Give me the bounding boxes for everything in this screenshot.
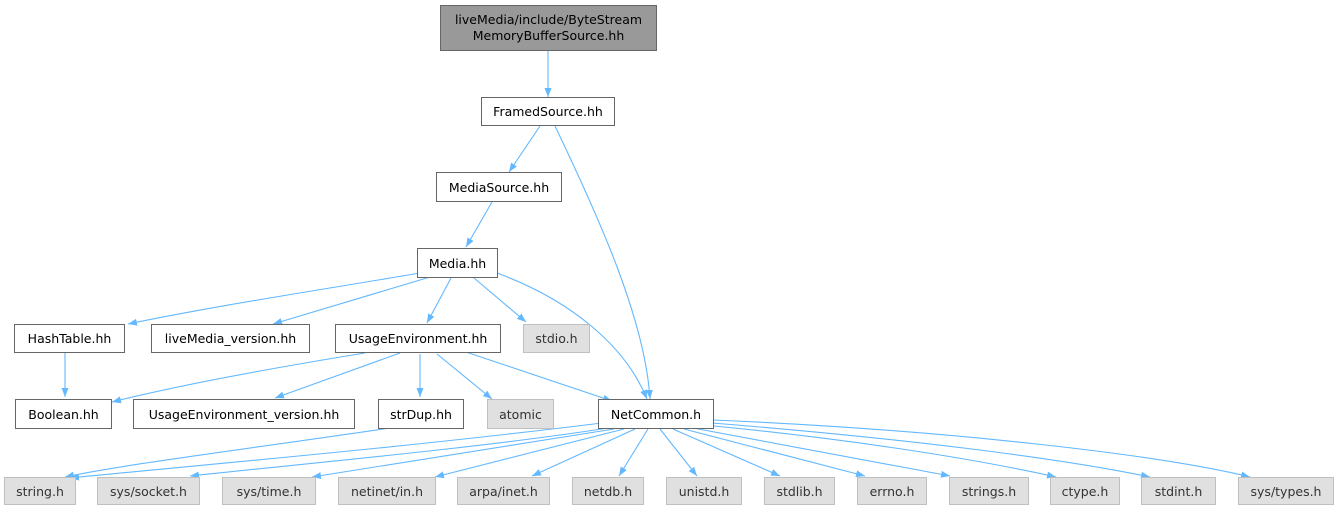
edge-usageenv-netcommon <box>459 349 613 402</box>
node-netdb-h[interactable]: netdb.h <box>572 477 644 505</box>
node-framedsource[interactable]: FramedSource.hh <box>481 97 615 126</box>
edge-netcommon-stdlib <box>672 428 781 477</box>
node-sys-time-h[interactable]: sys/time.h <box>222 477 316 505</box>
edge-netcommon-sys-types <box>712 419 1251 479</box>
node-stdlib-h[interactable]: stdlib.h <box>764 477 835 505</box>
edge-usageenv-usageenv-version <box>274 352 401 399</box>
edge-framedsource-netcommon <box>554 125 653 400</box>
node-errno-h[interactable]: errno.h <box>857 477 927 505</box>
edge-media-livemedia-version <box>272 276 431 325</box>
edge-netcommon-sys-time <box>311 428 615 480</box>
edge-netcommon-netinet-in <box>434 428 625 479</box>
edge-netcommon-unistd <box>659 428 698 477</box>
edge-framedsource-mediasource <box>508 125 541 173</box>
edge-netcommon-strings <box>692 427 951 478</box>
edge-media-usageenv <box>426 277 452 324</box>
edge-netcommon-sys-socket <box>189 427 609 479</box>
node-ctype-h[interactable]: ctype.h <box>1050 477 1120 505</box>
node-mediasource[interactable]: MediaSource.hh <box>436 172 562 202</box>
edge-media-netcommon <box>496 272 648 400</box>
edge-usageenv-boolean <box>111 352 366 404</box>
node-usageenvironment-version[interactable]: UsageEnvironment_version.hh <box>133 399 355 429</box>
edge-netcommon-stdint <box>711 422 1151 479</box>
node-netinet-in-h[interactable]: netinet/in.h <box>338 477 436 505</box>
node-root-line2: MemoryBufferSource.hh <box>472 28 625 43</box>
edge-netcommon-netdb <box>618 428 649 477</box>
node-stdio[interactable]: stdio.h <box>523 324 590 353</box>
node-atomic[interactable]: atomic <box>487 399 554 429</box>
node-boolean[interactable]: Boolean.hh <box>15 399 112 429</box>
edge-usageenv-atomic <box>436 353 493 400</box>
dependency-edges <box>61 51 1251 481</box>
node-media[interactable]: Media.hh <box>417 248 498 278</box>
node-stdint-h[interactable]: stdint.h <box>1141 477 1216 505</box>
edge-netcommon-string <box>69 422 603 481</box>
node-arpa-inet-h[interactable]: arpa/inet.h <box>457 477 550 505</box>
node-usageenvironment[interactable]: UsageEnvironment.hh <box>335 324 501 353</box>
edge-mediasource-media <box>465 201 493 248</box>
edge-strdup-string <box>64 427 391 479</box>
node-sys-types-h[interactable]: sys/types.h <box>1238 477 1334 505</box>
node-root-bytestream-memory-buffer-source[interactable]: liveMedia/include/ByteStream MemoryBuffe… <box>440 5 657 51</box>
edge-media-hashtable <box>127 272 421 326</box>
node-string-h[interactable]: string.h <box>4 477 76 505</box>
node-root-line1: liveMedia/include/ByteStream <box>454 12 643 27</box>
node-unistd-h[interactable]: unistd.h <box>666 477 742 505</box>
edge-netcommon-errno <box>683 428 866 478</box>
edge-netcommon-ctype <box>703 424 1057 479</box>
node-strdup[interactable]: strDup.hh <box>378 399 464 429</box>
node-netcommon[interactable]: NetCommon.h <box>598 399 714 429</box>
node-sys-socket-h[interactable]: sys/socket.h <box>97 477 200 505</box>
edge-media-stdio <box>473 277 527 323</box>
edge-netcommon-arpa-inet <box>531 428 636 477</box>
node-hashtable[interactable]: HashTable.hh <box>14 324 125 353</box>
node-livemedia-version[interactable]: liveMedia_version.hh <box>151 324 310 353</box>
node-strings-h[interactable]: strings.h <box>949 477 1029 505</box>
